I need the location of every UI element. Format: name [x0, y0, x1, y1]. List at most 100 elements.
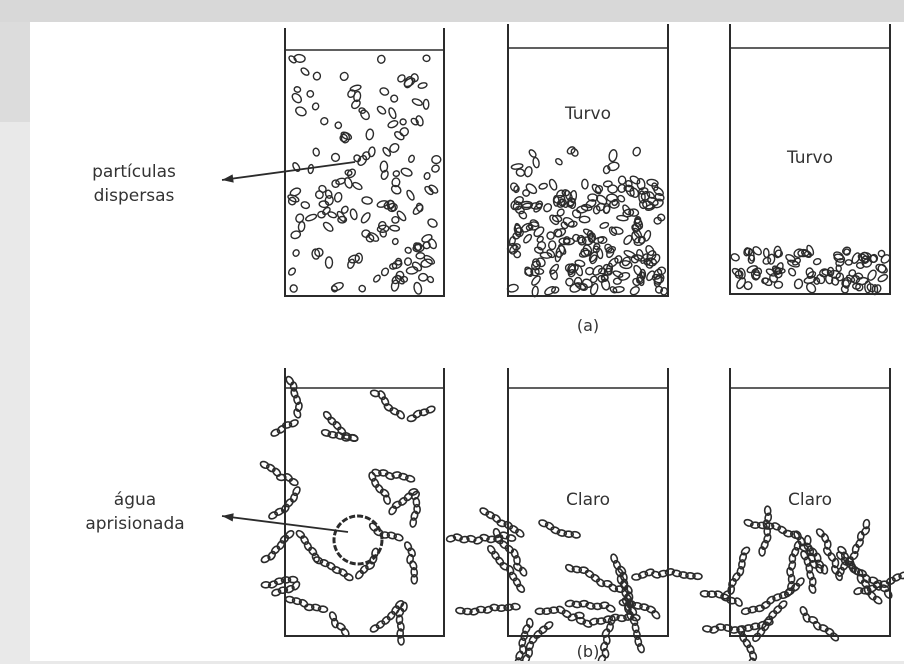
particle [319, 116, 329, 126]
label-clear-1: Claro [548, 488, 628, 512]
particle [389, 225, 399, 232]
floc-segment [260, 554, 271, 564]
particle [522, 233, 533, 244]
floc-segment [369, 623, 380, 633]
particle [571, 233, 580, 242]
particle [613, 278, 621, 285]
particle [515, 168, 525, 177]
floc-network-segment [496, 519, 506, 527]
particle [379, 87, 390, 97]
particle [379, 229, 387, 238]
particle [589, 283, 599, 296]
particle [404, 246, 412, 254]
particle [423, 99, 428, 109]
particle [292, 249, 300, 258]
particle [574, 264, 584, 277]
floc-network-segment [479, 507, 490, 517]
floc-segment [332, 420, 342, 431]
particle [730, 253, 740, 263]
particle [794, 278, 804, 289]
particle [613, 286, 625, 293]
particle [408, 154, 416, 163]
particle [622, 234, 633, 246]
particle [331, 179, 341, 189]
floc-network-segment [651, 609, 662, 620]
particle [787, 267, 797, 277]
label-particles: partículas dispersas [64, 160, 204, 208]
particle [877, 273, 888, 283]
particle [398, 126, 409, 137]
particle [660, 287, 668, 296]
contents-layer [259, 54, 904, 661]
particle [513, 185, 519, 193]
particle [404, 257, 412, 266]
particle [334, 192, 343, 203]
particle [629, 175, 641, 186]
arrow-shaft [222, 162, 355, 180]
particle [632, 146, 642, 157]
particle [582, 179, 589, 189]
particle [617, 215, 629, 221]
floc-segment [383, 494, 392, 504]
particle [608, 149, 618, 162]
particle [525, 182, 539, 195]
particle [555, 157, 564, 165]
particle [300, 67, 310, 77]
floc-network-segment [771, 522, 782, 532]
floc-segment [409, 518, 416, 528]
particle [431, 164, 441, 174]
particle [313, 72, 321, 81]
particle [589, 275, 598, 284]
particle [347, 258, 356, 269]
trapped-water-floc [334, 516, 382, 564]
floc-segment [386, 610, 396, 621]
particle [399, 118, 406, 125]
floc-network-segment [646, 605, 657, 614]
particle [326, 257, 333, 268]
particle [540, 252, 552, 259]
label-turbid-2: Turvo [770, 146, 850, 170]
particle [360, 211, 372, 224]
particle [350, 84, 362, 92]
label-clear-2: Claro [770, 488, 850, 512]
floc-network-segment [815, 528, 825, 539]
particle [368, 147, 376, 157]
particle [365, 129, 374, 140]
particles-sediment-1 [506, 175, 668, 297]
label-particles-line2: dispersas [64, 184, 204, 208]
floc-segment [425, 405, 436, 414]
floc-network-segment [821, 533, 830, 544]
particles-settling-top [511, 145, 642, 177]
floc-segment [354, 569, 364, 580]
label-turbid-1: Turvo [548, 102, 628, 126]
floc-segment [290, 492, 299, 503]
particle [806, 244, 815, 256]
floc-segment [303, 541, 313, 552]
particle [841, 246, 851, 256]
particle [288, 55, 298, 64]
particle [388, 107, 398, 120]
floc-segment [388, 505, 398, 516]
particle [599, 221, 609, 229]
arrow-head [222, 174, 234, 182]
particle [524, 166, 533, 177]
panel-label-b: (b) [563, 640, 613, 664]
particle [568, 221, 578, 228]
floc-segment [336, 426, 347, 437]
label-trapped-water: água aprisionada [60, 488, 210, 536]
floc-network-segment [555, 605, 566, 615]
particle [618, 176, 626, 184]
particle [392, 216, 400, 223]
particle [305, 213, 318, 222]
floc-segment [285, 375, 295, 386]
particle [603, 181, 612, 188]
floc-segment [285, 596, 295, 604]
label-trapped-line2: aprisionada [60, 512, 210, 536]
particle [611, 226, 624, 235]
particle [362, 196, 373, 204]
floc-segment [322, 410, 332, 421]
label-particles-line1: partículas [64, 160, 204, 184]
particle [411, 98, 423, 107]
particle [591, 183, 603, 195]
floc-network-segment [743, 519, 754, 528]
